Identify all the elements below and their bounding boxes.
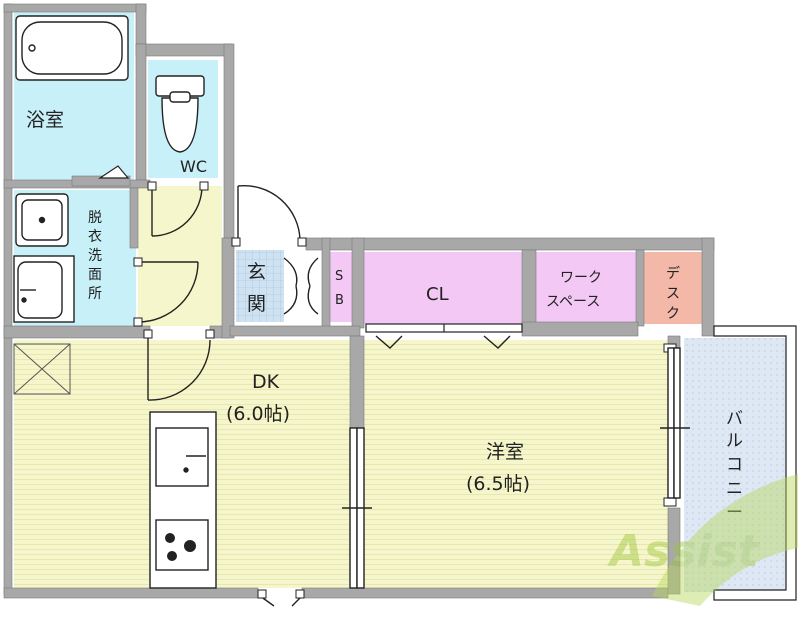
room-fills [14,12,786,592]
closet-floor [364,252,522,324]
bath-label: 浴室 [26,109,64,131]
svg-text:ク: ク [666,306,680,322]
svg-text:ワーク: ワーク [560,270,602,286]
svg-text:所: 所 [88,286,102,302]
washroom-label: 脱 衣 洗 面 所 [88,210,102,302]
washbasin-icon [13,255,75,323]
stove-burner-icon [165,533,196,561]
ventilation-icon [13,343,71,395]
work-space-floor [536,252,642,324]
svg-text:S: S [335,269,343,284]
svg-text:バ: バ [726,409,743,429]
svg-text:デ: デ [666,265,680,282]
svg-text:洗: 洗 [88,248,102,264]
balcony-window [660,347,690,499]
walls [3,3,715,599]
doors [137,184,511,607]
watermark-logo: Assist [607,474,798,606]
svg-text:ス: ス [666,286,680,302]
svg-text:関: 関 [247,293,266,315]
svg-text:B: B [335,293,344,308]
washing-machine-icon [15,193,69,247]
western-floor [362,340,670,588]
sliding-door [342,427,372,589]
closet-label: CL [426,284,449,305]
room-labels: 浴室 WC 脱 衣 洗 面 所 玄 関 S B CL ワーク スペース デ ス … [26,109,743,523]
western-name: 洋室 [486,441,524,463]
toilet-icon [155,75,205,153]
dk-size: (6.0帖) [226,403,290,425]
kitchen-counter [149,411,217,589]
shoe-box [330,252,352,322]
svg-text:ル: ル [726,431,743,451]
closet-rail [365,323,523,333]
svg-text:コ: コ [726,455,743,475]
balcony-floor [684,338,786,592]
balcony-rail [713,325,797,601]
desk-label: デ ス ク [666,265,680,322]
bathtub-icon [15,15,129,81]
dk-name: DK [252,371,280,393]
svg-text:ー: ー [726,503,743,523]
svg-text:衣: 衣 [88,229,102,245]
svg-text:玄: 玄 [247,261,266,283]
bath-shelf-icon [98,165,130,179]
desk-floor [644,252,702,324]
svg-text:面: 面 [88,267,102,283]
wc-label: WC [180,157,207,176]
work-space-label: ワーク スペース [546,270,602,310]
svg-text:ニ: ニ [726,479,743,499]
watermark-text: Assist [607,526,761,577]
western-size: (6.5帖) [466,473,530,495]
balcony-label: バ ル コ ニ ー [726,409,743,523]
entrance-label: 玄 関 [247,261,266,315]
svg-text:脱: 脱 [88,210,102,226]
entrance-floor [236,250,284,322]
shoe-box-label: S B [335,269,344,308]
svg-text:スペース: スペース [546,294,600,310]
